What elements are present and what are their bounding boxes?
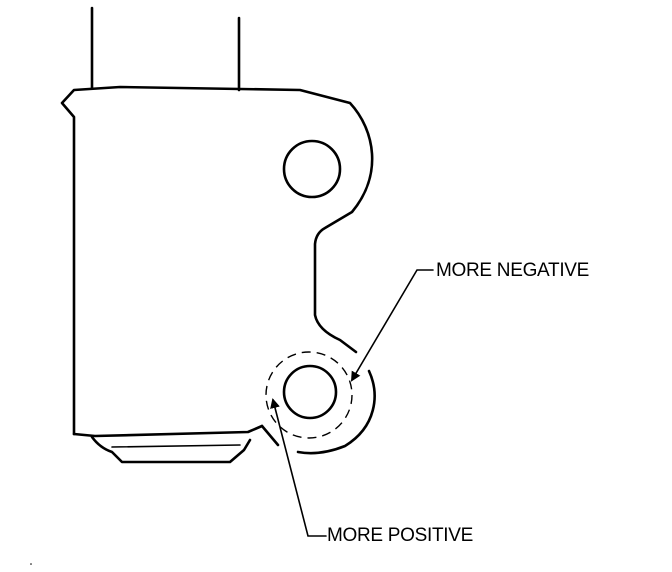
lower-mounting-hole xyxy=(282,364,338,420)
more-positive-leader xyxy=(270,398,327,537)
more-positive-label: MORE POSITIVE xyxy=(327,525,474,546)
bracket-bottom-edge xyxy=(72,424,264,438)
print-dot xyxy=(30,563,32,565)
bracket-foot-inner xyxy=(111,444,241,448)
more-negative-label: MORE NEGATIVE xyxy=(436,260,590,281)
bracket-outline xyxy=(60,85,374,436)
adjustment-slot-arc xyxy=(296,369,376,455)
more-negative-leader xyxy=(350,269,434,382)
upper-mounting-hole xyxy=(282,139,342,199)
bracket-foot xyxy=(90,435,252,464)
bracket-lip xyxy=(260,424,280,447)
adjustment-range-dashed-circle xyxy=(265,351,353,439)
